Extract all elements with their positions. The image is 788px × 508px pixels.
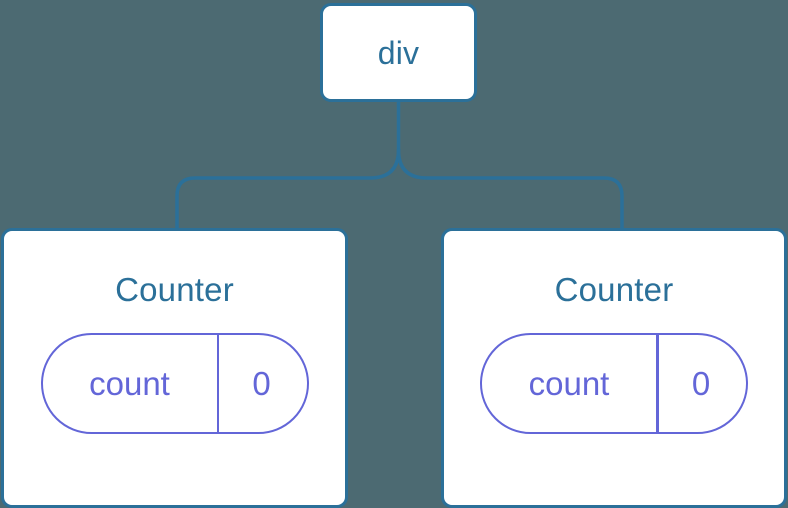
state-key-label: count xyxy=(89,365,170,402)
state-pill-count[interactable]: count 0 xyxy=(480,333,748,434)
state-value-label: 0 xyxy=(691,365,711,402)
node-counter-label: Counter xyxy=(115,271,234,308)
state-pill-divider xyxy=(216,335,219,432)
state-value-label: 0 xyxy=(252,365,271,402)
node-counter-right[interactable]: Counter count 0 xyxy=(441,228,787,508)
state-key-label: count xyxy=(528,365,610,402)
connector-branch-left xyxy=(175,148,401,232)
node-div-label: div xyxy=(377,34,420,71)
node-div[interactable]: div xyxy=(320,3,477,102)
node-counter-label: Counter xyxy=(554,271,674,308)
state-pill-divider xyxy=(656,335,659,432)
connector-branch-right xyxy=(396,148,624,232)
node-counter-left[interactable]: Counter count 0 xyxy=(1,228,348,508)
diagram-canvas: div Counter count 0 Counter count 0 xyxy=(1,3,787,508)
state-pill-count[interactable]: count 0 xyxy=(40,333,309,434)
